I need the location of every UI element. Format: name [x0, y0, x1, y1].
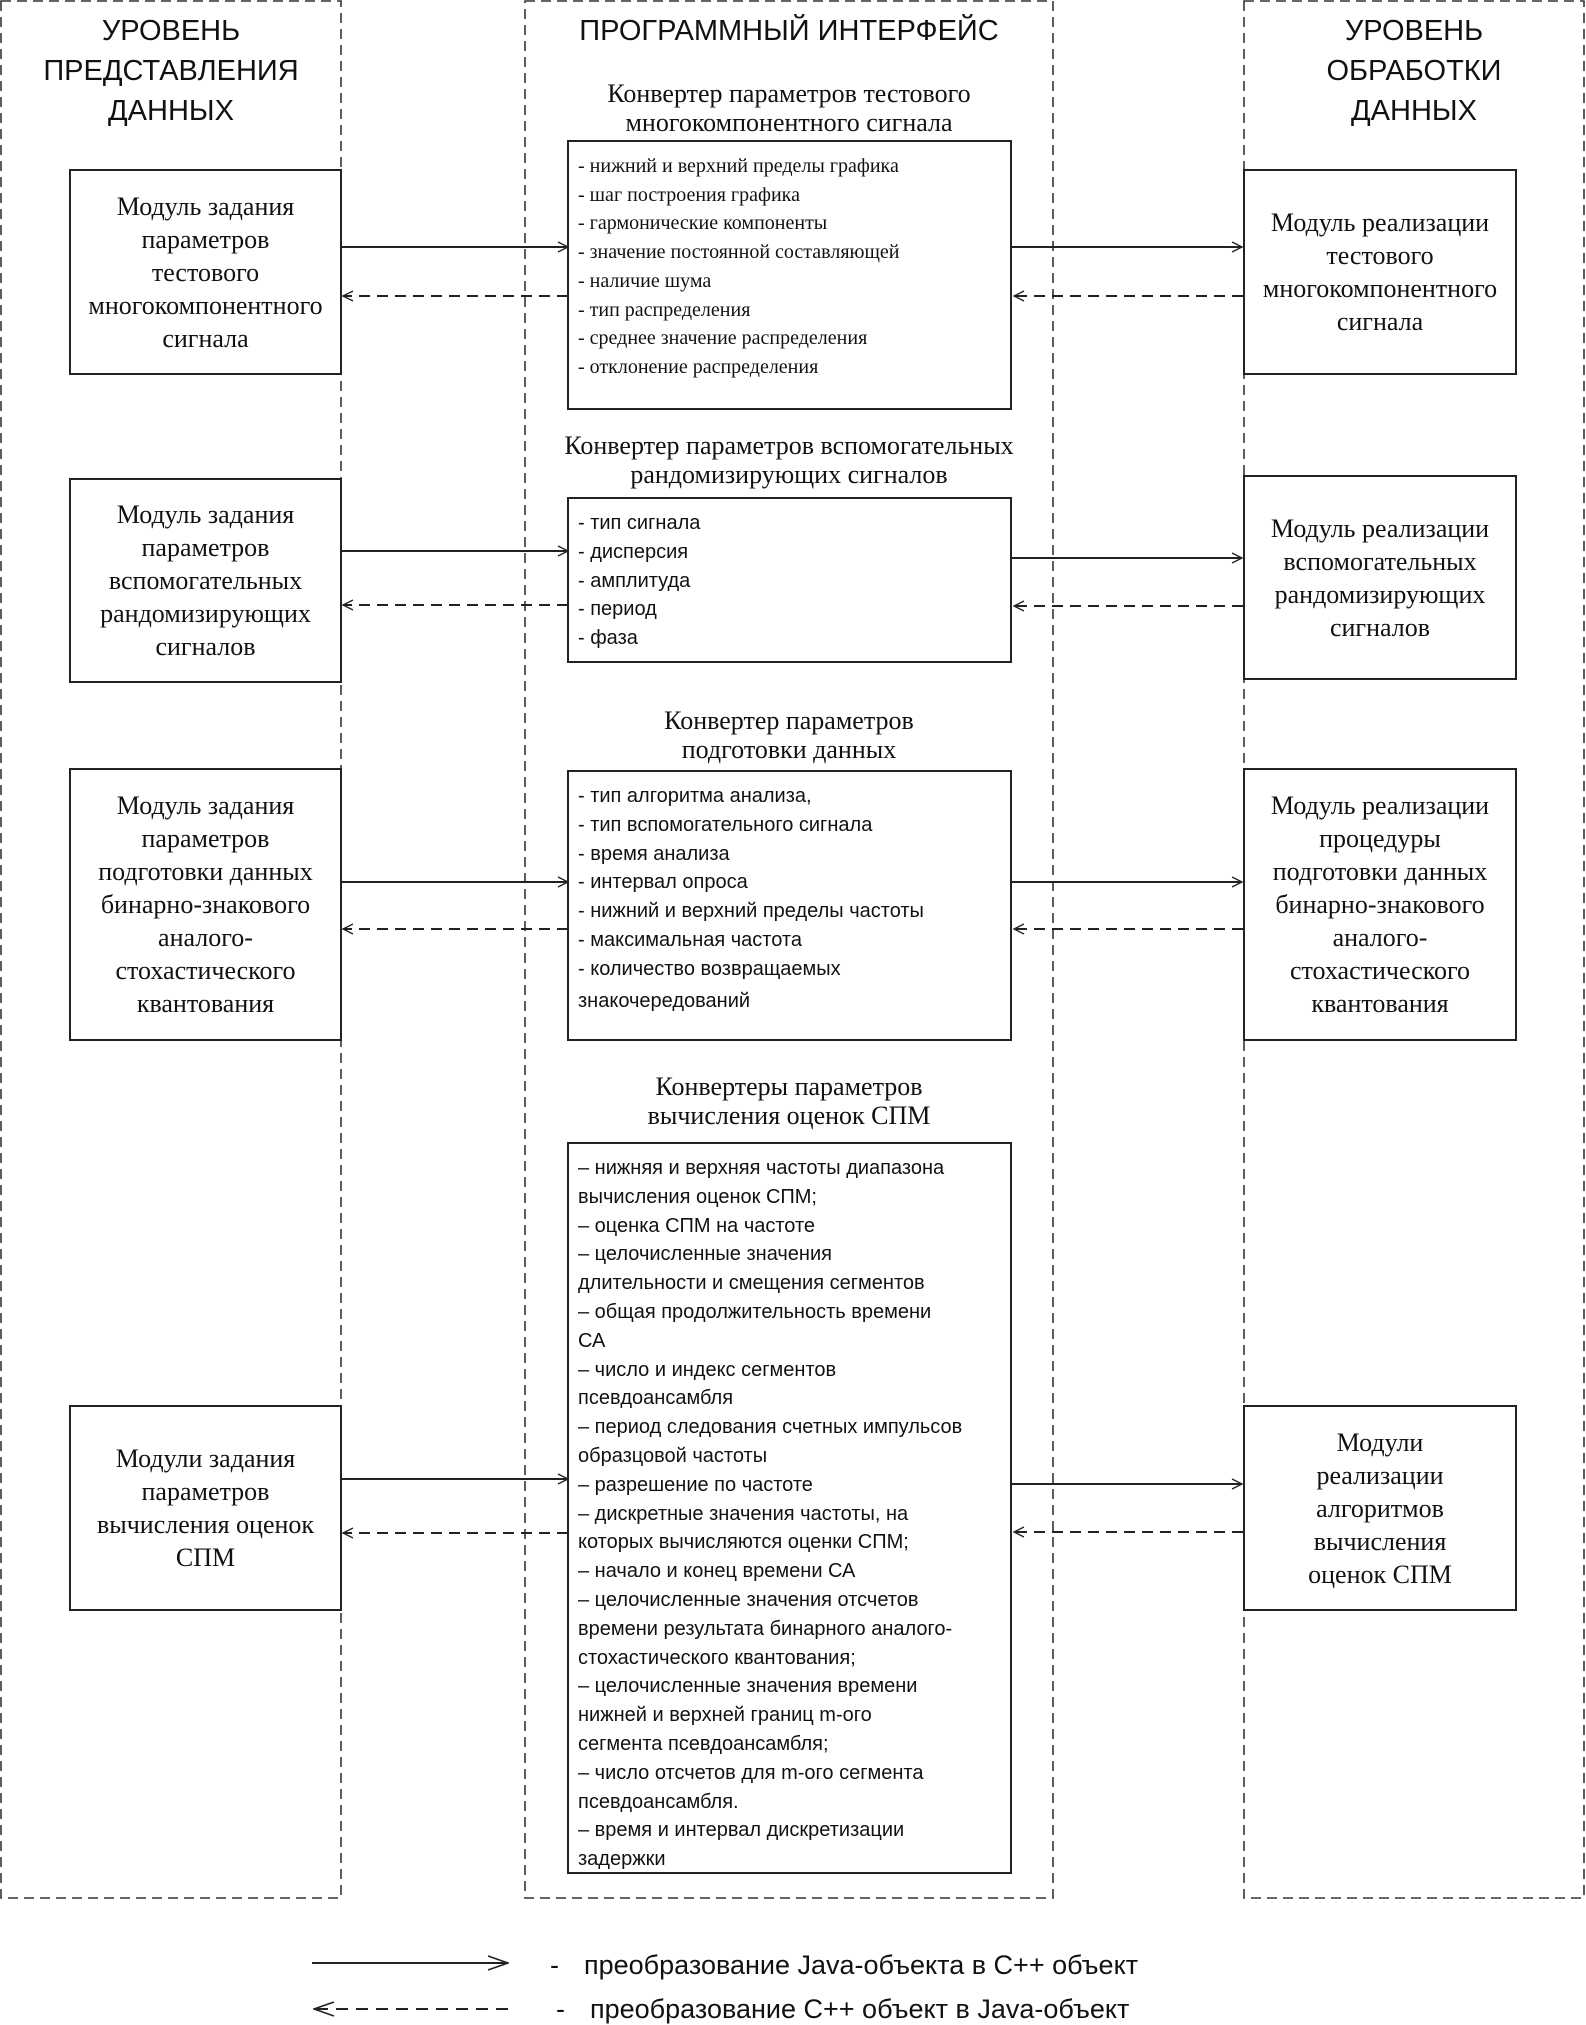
param-item: - шаг построения графика — [578, 183, 800, 206]
legend-dash-2: - — [556, 1994, 565, 2024]
param-item: – разрешение по частоте — [578, 1473, 813, 1496]
param-item: – оценка СПМ на частоте — [578, 1214, 816, 1237]
param-item: нижней и верхней границ m-ого — [578, 1704, 872, 1727]
module-data-prep-impl: Модуль реализации процедуры подготовки д… — [1243, 768, 1517, 1041]
module-test-signal-impl: Модуль реализации тестового многокомпоне… — [1243, 169, 1517, 375]
module-data-prep-params: Модуль задания параметров подготовки дан… — [69, 768, 342, 1041]
param-item: – время и интервал дискретизации — [578, 1819, 905, 1842]
param-item: - фаза — [578, 627, 638, 650]
param-item: – целочисленные значения отсчетов — [578, 1588, 919, 1611]
param-item: - тип сигнала — [578, 512, 701, 534]
param-item: вычисления оценок СПМ; — [578, 1185, 817, 1208]
param-item: - среднее значение распределения — [578, 327, 868, 350]
module-test-signal-params: Модуль задания параметров тестового мног… — [69, 169, 342, 375]
legend-dash-1: - — [550, 1950, 559, 1980]
param-item: - нижний и верхний пределы графика — [578, 155, 899, 177]
param-item: - максимальная частота — [578, 928, 802, 951]
param-item: - дисперсия — [578, 540, 689, 563]
param-item: которых вычисляются оценки СПМ; — [578, 1531, 909, 1554]
param-item: - количество возвращаемых — [578, 957, 841, 980]
param-item: - нижний и верхний пределы частоты — [578, 900, 924, 923]
module-aux-signals-params: Модуль задания параметров вспомогательны… — [69, 478, 342, 683]
column-title-processing: УРОВЕНЬ ОБРАБОТКИ ДАННЫХ — [1326, 15, 1502, 127]
param-item: – дискретные значения частоты, на — [578, 1502, 909, 1525]
converter-title-test-signal: Конвертер параметров тестового многокомп… — [607, 79, 971, 137]
param-item: псевдоансамбля — [578, 1387, 734, 1410]
legend-text-java-to-cpp: преобразование Java-объекта в С++ объект — [584, 1950, 1139, 1980]
param-item: образцовой частоты — [578, 1444, 768, 1467]
param-item: знакочередований — [578, 989, 751, 1012]
param-item: - период — [578, 598, 657, 621]
param-item: - тип вспомогательного сигнала — [578, 813, 873, 836]
converter-title-data-prep: Конвертер параметров подготовки данных — [664, 706, 914, 764]
param-item: длительности и смещения сегментов — [578, 1272, 925, 1295]
module-psd-impl: Модули реализации алгоритмов вычисления … — [1243, 1405, 1517, 1611]
param-item: - значение постоянной составляющей — [578, 241, 900, 264]
param-list-aux-signals: - тип сигнала - дисперсия - амплитуда - … — [567, 497, 1012, 663]
param-item: - тип алгоритма анализа, — [578, 785, 812, 807]
param-item: – целочисленные значения времени — [578, 1675, 918, 1698]
param-item: – нижняя и верхняя частоты диапазона — [578, 1157, 945, 1179]
param-item: - интервал опроса — [578, 871, 748, 894]
column-frame-middle — [524, 0, 1054, 1899]
param-item: - отклонение распределения — [578, 355, 819, 378]
param-item: - гармонические компоненты — [578, 212, 828, 235]
legend-text-cpp-to-java: преобразование С++ объект в Java-объект — [590, 1994, 1130, 2024]
param-item: псевдоансамбля. — [578, 1790, 739, 1813]
column-title-interface: ПРОГРАММНЫЙ ИНТЕРФЕЙС — [579, 15, 999, 47]
param-item: – период следования счетных импульсов — [578, 1416, 963, 1439]
param-item: – общая продолжительность времени — [578, 1300, 932, 1323]
param-item: стохастического квантования; — [578, 1646, 856, 1669]
module-aux-signals-impl: Модуль реализации вспомогательных рандом… — [1243, 475, 1517, 680]
param-list-test-signal: - нижний и верхний пределы графика - шаг… — [567, 140, 1012, 410]
param-item: - тип распределения — [578, 298, 751, 321]
converter-title-psd: Конвертеры параметров вычисления оценок … — [647, 1072, 931, 1130]
converter-title-aux-signals: Конвертер параметров вспомогательных ран… — [564, 431, 1014, 489]
param-item: СА — [578, 1329, 606, 1352]
param-item: – начало и конец времени СА — [578, 1560, 856, 1583]
param-item: времени результата бинарного аналого- — [578, 1617, 953, 1640]
param-item: задержки — [578, 1848, 666, 1871]
param-item: сегмента псевдоансамбля; — [578, 1732, 829, 1755]
column-title-presentation: УРОВЕНЬ ПРЕДСТАВЛЕНИЯ ДАННЫХ — [43, 15, 299, 127]
module-psd-params: Модули задания параметров вычисления оце… — [69, 1405, 342, 1611]
param-item: - наличие шума — [578, 269, 712, 292]
param-item: – целочисленные значения — [578, 1243, 832, 1266]
param-item: - время анализа — [578, 842, 730, 865]
param-item: – число отсчетов для m-ого сегмента — [578, 1761, 924, 1784]
param-list-psd: – нижняя и верхняя частоты диапазона выч… — [567, 1142, 1012, 1874]
param-item: – число и индекс сегментов — [578, 1358, 837, 1381]
param-item: - амплитуда — [578, 569, 691, 592]
param-list-data-prep: - тип алгоритма анализа, - тип вспомогат… — [567, 770, 1012, 1041]
